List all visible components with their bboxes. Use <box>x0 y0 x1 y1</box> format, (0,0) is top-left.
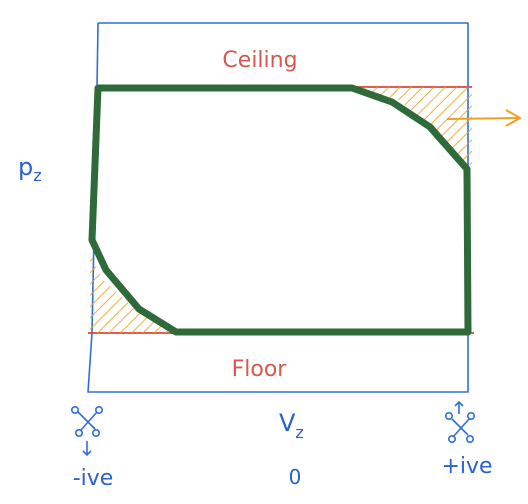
orange-right-arrow-icon <box>446 109 523 127</box>
x-axis-main: V <box>279 409 296 437</box>
x-loop-arrow-up-icon <box>444 400 475 443</box>
green-boundary <box>88 84 472 336</box>
right-tick-label: +ive <box>441 454 492 479</box>
left-tick-label: -ive <box>73 466 114 491</box>
ceiling-label: Ceiling <box>222 48 297 73</box>
outer-frame <box>87 22 469 393</box>
hatched-region-bottom-left <box>90 252 176 333</box>
y-axis-label: pz <box>18 153 42 185</box>
floor-label: Floor <box>232 357 288 382</box>
hatched-region-top-right <box>352 87 472 167</box>
y-axis-main: p <box>18 153 33 181</box>
x-axis-sub: z <box>295 423 303 442</box>
x-axis-label: Vz <box>279 409 304 442</box>
x-loop-arrow-down-icon <box>71 405 104 457</box>
center-tick-label: 0 <box>289 465 302 489</box>
y-axis-sub: z <box>33 166 41 185</box>
